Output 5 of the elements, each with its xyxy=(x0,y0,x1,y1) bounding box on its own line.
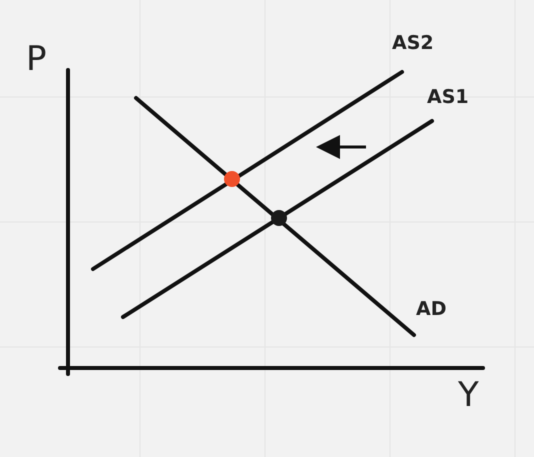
curve-label: AS2 xyxy=(392,34,434,53)
axis-label: P xyxy=(26,42,47,76)
axis-label: Y xyxy=(458,378,479,412)
curve-label: AS1 xyxy=(427,88,469,107)
curve-label: AD xyxy=(416,300,446,319)
